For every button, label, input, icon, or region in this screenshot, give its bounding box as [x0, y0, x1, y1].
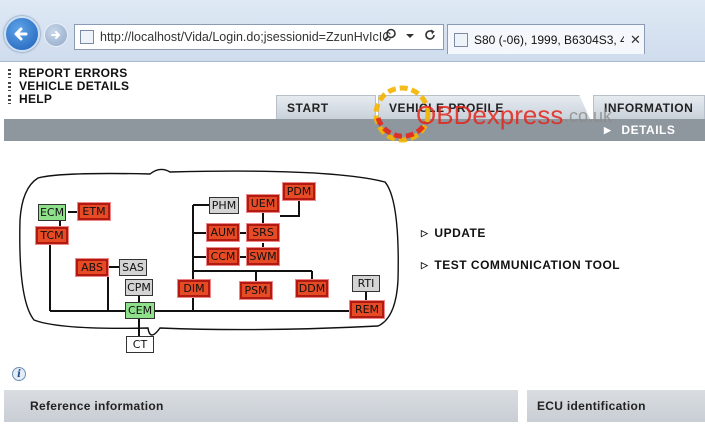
- browser-chrome: http://localhost/Vida/Login.do;jsessioni…: [0, 0, 705, 62]
- test-communication-tool-label: TEST COMMUNICATION TOOL: [434, 258, 621, 272]
- ecu-tcm[interactable]: TCM: [36, 227, 68, 244]
- forward-arrow-icon: [51, 31, 60, 39]
- ecu-rem[interactable]: REM: [350, 301, 384, 318]
- ecu-rti[interactable]: RTI: [352, 275, 380, 292]
- menu-item-help[interactable]: HELP: [8, 93, 129, 106]
- back-button[interactable]: [4, 16, 40, 52]
- ecu-dim[interactable]: DIM: [178, 280, 210, 297]
- tab-information[interactable]: INFORMATION: [593, 95, 705, 119]
- ecu-ccm[interactable]: CCM: [207, 248, 239, 265]
- ecu-psm[interactable]: PSM: [240, 282, 272, 299]
- ecu-ct[interactable]: CT: [126, 336, 154, 353]
- ecu-sas[interactable]: SAS: [119, 259, 147, 276]
- forward-button[interactable]: [44, 23, 68, 47]
- browser-tab[interactable]: S80 (-06), 1999, B6304S3, 4T... ✕: [447, 24, 645, 54]
- page-favicon-icon: [80, 30, 94, 44]
- ecu-cpm[interactable]: CPM: [125, 279, 153, 296]
- reference-information-label: Reference information: [30, 399, 164, 413]
- tab-title: S80 (-06), 1999, B6304S3, 4T...: [474, 32, 624, 47]
- left-menu: REPORT ERRORS VEHICLE DETAILS HELP: [8, 67, 129, 106]
- watermark-brand: OBDexpress: [416, 100, 563, 130]
- test-communication-tool-link[interactable]: ▷ TEST COMMUNICATION TOOL: [421, 258, 620, 272]
- address-bar[interactable]: http://localhost/Vida/Login.do;jsessioni…: [74, 24, 444, 50]
- ecu-abs[interactable]: ABS: [76, 259, 108, 276]
- network-cloud-outline: [19, 168, 399, 336]
- dropdown-icon[interactable]: [405, 28, 415, 42]
- ecu-aum[interactable]: AUM: [207, 224, 239, 241]
- ecu-network-diagram: ECM ETM TCM ABS SAS CPM CEM CT PHM UEM P…: [0, 160, 420, 360]
- tab-vehicle-profile[interactable]: VEHICLE PROFILE: [378, 95, 590, 119]
- menu-item-vehicle-details[interactable]: VEHICLE DETAILS: [8, 80, 129, 93]
- ecu-ddm[interactable]: DDM: [296, 280, 328, 297]
- update-label: UPDATE: [434, 226, 486, 240]
- ecu-ecm[interactable]: ECM: [38, 204, 66, 221]
- ecu-phm[interactable]: PHM: [209, 197, 239, 214]
- ecu-pdm[interactable]: PDM: [283, 183, 315, 200]
- triangle-right-icon: ▶: [604, 124, 612, 135]
- menu-dots-icon: [8, 95, 11, 104]
- search-icon[interactable]: [383, 28, 397, 42]
- tab-details-label: DETAILS: [621, 123, 676, 137]
- ecu-uem[interactable]: UEM: [247, 195, 279, 212]
- info-icon[interactable]: i: [12, 367, 26, 381]
- menu-dots-icon: [8, 69, 11, 78]
- reference-information-panel[interactable]: Reference information: [4, 390, 518, 422]
- ecu-identification-panel[interactable]: ECU identification: [527, 390, 705, 422]
- ecu-srs[interactable]: SRS: [247, 224, 279, 241]
- sub-tab-bar: [4, 119, 705, 141]
- watermark-logo: OBDexpress .co.uk: [373, 85, 613, 143]
- watermark-suffix: .co.uk: [564, 106, 613, 126]
- back-arrow-icon: [14, 27, 28, 41]
- ecu-identification-label: ECU identification: [537, 399, 646, 413]
- tab-close-icon[interactable]: ✕: [630, 31, 641, 47]
- menu-item-label: VEHICLE DETAILS: [19, 79, 130, 93]
- network-lines: [19, 168, 399, 338]
- menu-item-label: REPORT ERRORS: [19, 66, 128, 80]
- menu-item-label: HELP: [19, 92, 53, 106]
- ecu-etm[interactable]: ETM: [78, 203, 110, 220]
- ecu-cem[interactable]: CEM: [125, 302, 155, 319]
- tab-favicon-icon: [454, 32, 468, 47]
- menu-dots-icon: [8, 82, 11, 91]
- triangle-right-icon: ▷: [421, 227, 429, 238]
- update-link[interactable]: ▷ UPDATE: [421, 226, 486, 240]
- tab-start[interactable]: START: [276, 95, 376, 119]
- refresh-icon[interactable]: [423, 28, 437, 42]
- tab-details[interactable]: ▶ DETAILS: [604, 123, 675, 137]
- address-url[interactable]: http://localhost/Vida/Login.do;jsessioni…: [100, 30, 392, 44]
- triangle-right-icon: ▷: [421, 259, 429, 270]
- menu-item-report-errors[interactable]: REPORT ERRORS: [8, 67, 129, 80]
- ecu-swm[interactable]: SWM: [247, 248, 279, 265]
